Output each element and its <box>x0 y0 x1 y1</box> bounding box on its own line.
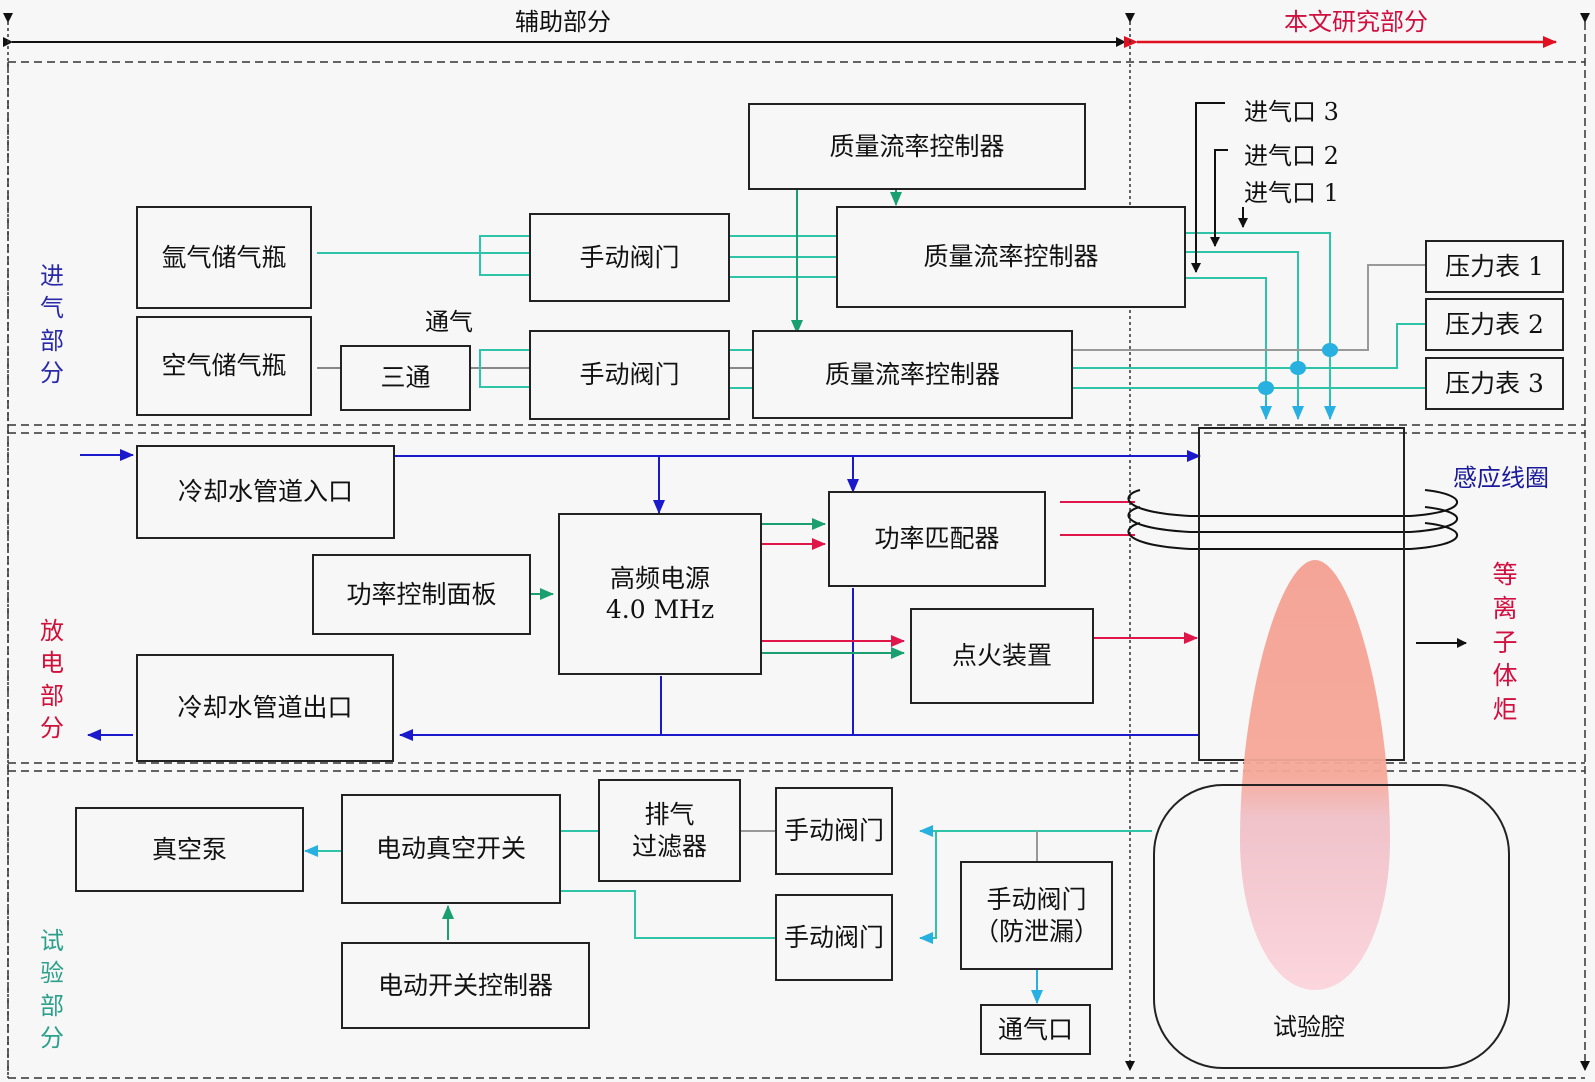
tee-fitting[interactable]: 三通 <box>340 345 471 411</box>
plasma-flame <box>1240 560 1390 990</box>
inlet-2-label: 进气口 2 <box>1244 142 1339 170</box>
leak-proof-manual-valve[interactable]: 手动阀门 （防泄漏） <box>960 861 1113 970</box>
induction-coil <box>1127 489 1458 550</box>
vent-port[interactable]: 通气口 <box>980 1004 1091 1055</box>
inlet-leaders <box>1191 102 1248 273</box>
auxiliary-section-label: 辅助部分 <box>515 8 611 36</box>
manual-valve-exhaust[interactable]: 手动阀门 <box>775 787 893 875</box>
plasma-torch-label: 等离子体炬 <box>1492 560 1518 724</box>
power-control-panel[interactable]: 功率控制面板 <box>312 554 531 635</box>
inlet-3-label: 进气口 3 <box>1244 98 1339 126</box>
cooling-water-outlet[interactable]: 冷却水管道出口 <box>136 654 394 762</box>
inlet-1-label: 进气口 1 <box>1244 179 1339 207</box>
hf-power-supply[interactable]: 高频电源 4.0 MHz <box>558 513 762 675</box>
intake-section-label: 进气部分 <box>40 262 64 388</box>
manual-valve-bypass[interactable]: 手动阀门 <box>775 894 893 981</box>
test-chamber-label: 试验腔 <box>1273 1013 1345 1041</box>
mass-flow-controller-middle[interactable]: 质量流率控制器 <box>836 206 1186 308</box>
vent-label: 通气 <box>425 308 473 336</box>
water-lines <box>80 449 1201 741</box>
cooling-water-inlet[interactable]: 冷却水管道入口 <box>136 445 395 539</box>
research-section-label: 本文研究部分 <box>1284 8 1428 36</box>
argon-bottle[interactable]: 氩气储气瓶 <box>136 206 312 309</box>
test-section-label: 试验部分 <box>40 927 64 1053</box>
electric-vacuum-switch[interactable]: 电动真空开关 <box>341 794 561 904</box>
manual-valve-argon[interactable]: 手动阀门 <box>529 213 730 302</box>
mass-flow-controller-top[interactable]: 质量流率控制器 <box>748 103 1086 190</box>
pressure-gauge-2[interactable]: 压力表 2 <box>1425 298 1564 351</box>
test-lines <box>304 825 1152 1004</box>
pressure-gauge-3[interactable]: 压力表 3 <box>1425 357 1564 410</box>
air-bottle[interactable]: 空气储气瓶 <box>136 316 312 416</box>
test-chamber[interactable] <box>1153 784 1510 1069</box>
induction-coil-label: 感应线圈 <box>1453 464 1549 492</box>
junction-dots <box>1258 343 1338 395</box>
manual-valve-air[interactable]: 手动阀门 <box>529 330 730 420</box>
mass-flow-controller-bottom[interactable]: 质量流率控制器 <box>752 330 1073 419</box>
gas-outlet-arrows <box>1260 400 1336 420</box>
vacuum-pump[interactable]: 真空泵 <box>75 807 304 892</box>
discharge-section-label: 放电部分 <box>40 617 64 743</box>
power-matcher[interactable]: 功率匹配器 <box>828 491 1046 587</box>
igniter[interactable]: 点火装置 <box>910 608 1094 704</box>
pressure-gauge-1[interactable]: 压力表 1 <box>1425 240 1564 293</box>
exhaust-filter[interactable]: 排气 过滤器 <box>598 779 741 882</box>
switch-controller[interactable]: 电动开关控制器 <box>341 942 590 1029</box>
power-lines <box>530 501 1198 659</box>
